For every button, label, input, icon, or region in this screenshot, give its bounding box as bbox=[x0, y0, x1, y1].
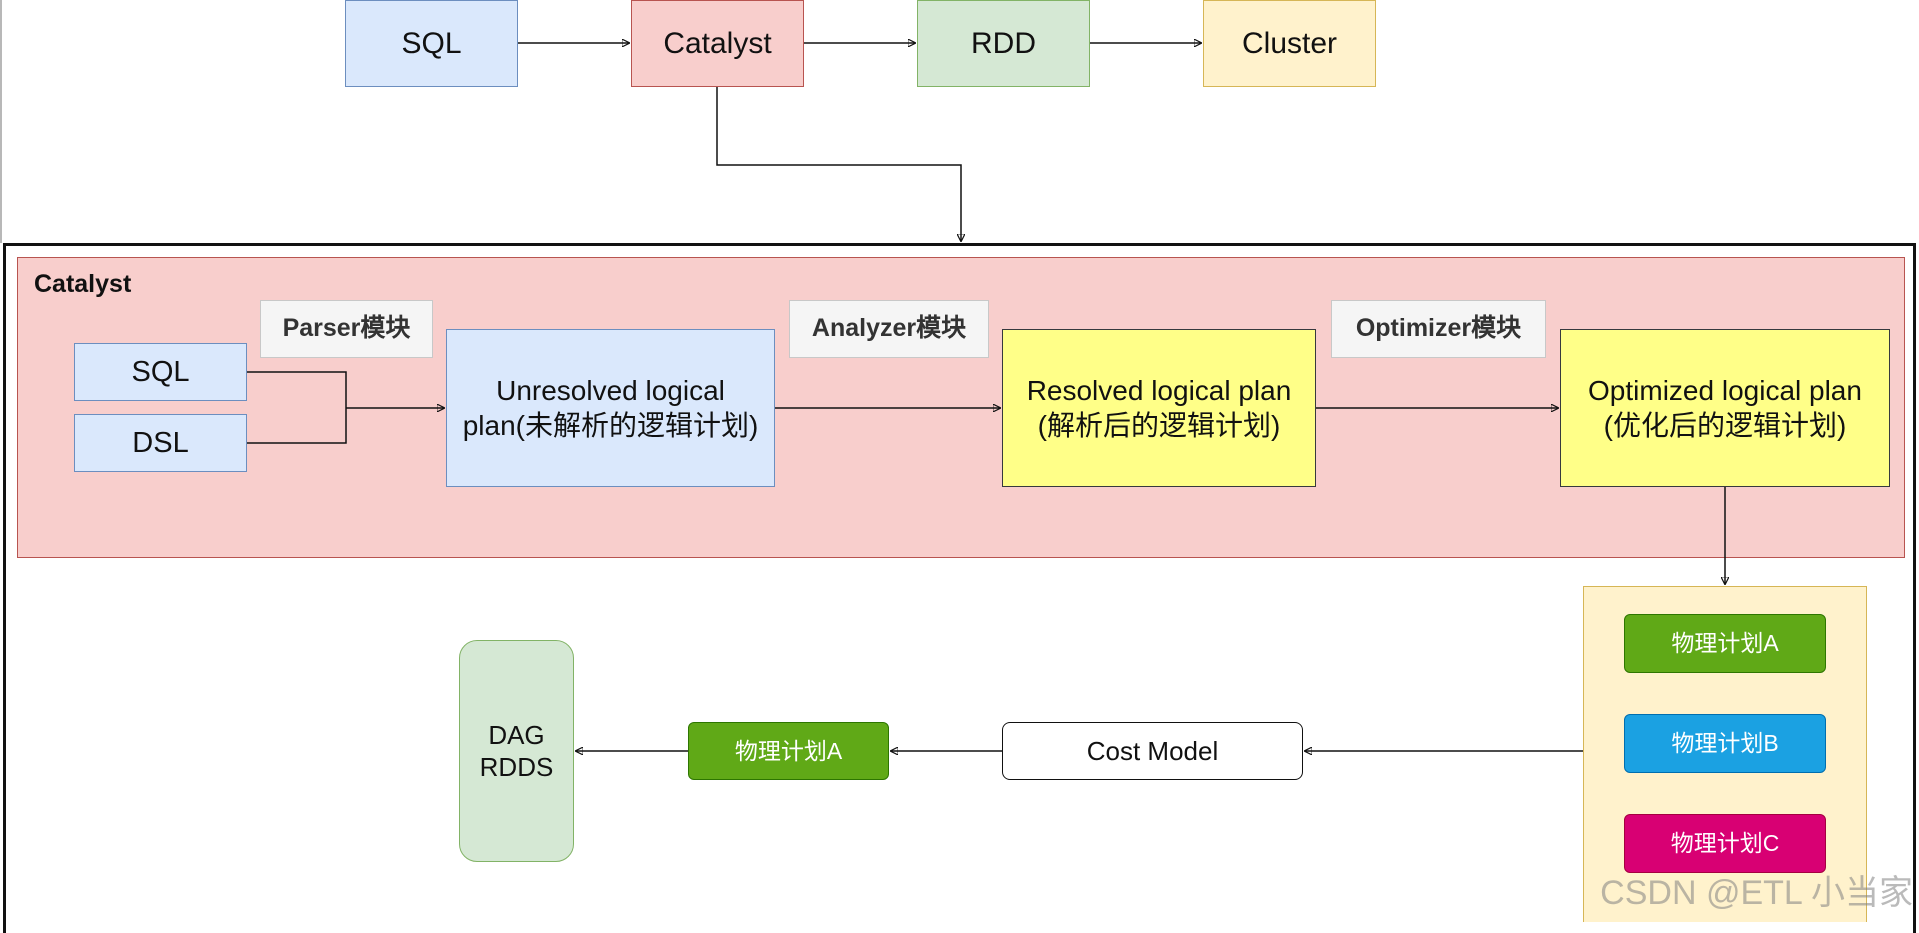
cost-model-node: Cost Model bbox=[1002, 722, 1303, 780]
catalyst-detail-frame bbox=[3, 243, 1916, 933]
left-edge-line bbox=[0, 0, 2, 243]
top-catalyst-node: Catalyst bbox=[631, 0, 804, 87]
selected-physical-plan-node: 物理计划A bbox=[688, 722, 889, 780]
top-rdd-node: RDD bbox=[917, 0, 1090, 87]
top-cluster-node: Cluster bbox=[1203, 0, 1376, 87]
resolved-logical-plan-node: Resolved logical plan (解析后的逻辑计划) bbox=[1002, 329, 1316, 487]
input-dsl-node: DSL bbox=[74, 414, 247, 472]
dag-rdds-output-node: DAG RDDS bbox=[459, 640, 574, 862]
physical-plan-b-node: 物理计划B bbox=[1624, 714, 1826, 773]
optimized-logical-plan-node: Optimized logical plan (优化后的逻辑计划) bbox=[1560, 329, 1890, 487]
csdn-watermark: CSDN @ETL 小当家 bbox=[1600, 874, 1913, 912]
parser-module-label: Parser模块 bbox=[260, 300, 433, 358]
physical-plan-a-node: 物理计划A bbox=[1624, 614, 1826, 673]
unresolved-logical-plan-node: Unresolved logical plan(未解析的逻辑计划) bbox=[446, 329, 775, 487]
physical-plan-c-node: 物理计划C bbox=[1624, 814, 1826, 873]
top-sql-node: SQL bbox=[345, 0, 518, 87]
analyzer-module-label: Analyzer模块 bbox=[789, 300, 989, 358]
edge-catalyst-to-detail bbox=[716, 87, 961, 241]
input-sql-node: SQL bbox=[74, 343, 247, 401]
optimizer-module-label: Optimizer模块 bbox=[1331, 300, 1546, 358]
catalyst-region-title: Catalyst bbox=[34, 270, 132, 298]
